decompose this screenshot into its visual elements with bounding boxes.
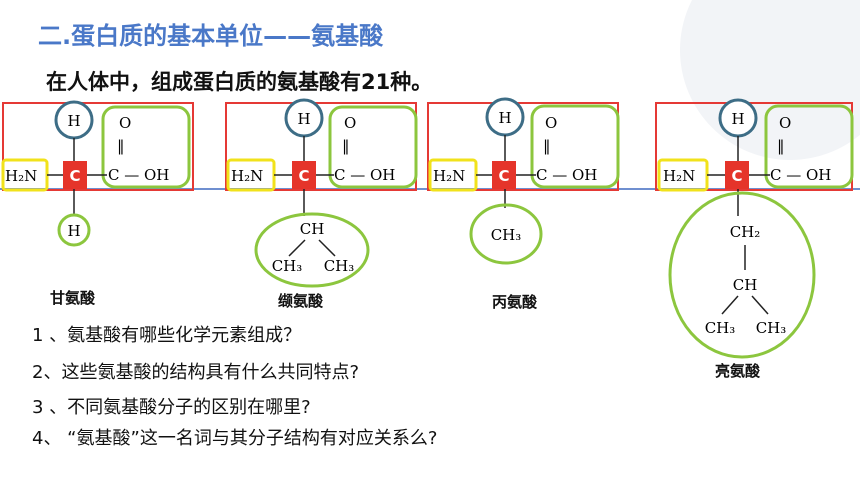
central-carbon	[63, 161, 87, 189]
r-group-circle	[254, 212, 370, 288]
double-bond: ‖	[117, 137, 125, 155]
double-bond: ‖	[777, 137, 785, 155]
double-bond: ‖	[342, 137, 350, 155]
r-group-ch3-right: CH₃	[324, 257, 355, 275]
question-3: 3 、不同氨基酸分子的区别在哪里?	[32, 397, 311, 418]
amine-group: H₂N	[433, 167, 465, 185]
o-atom: O	[545, 114, 557, 132]
r-group-ch3: CH₃	[491, 226, 522, 244]
h-atom: H	[731, 110, 744, 128]
r-group-h: H	[67, 222, 80, 240]
o-atom: O	[344, 114, 356, 132]
carboxyl-box	[764, 104, 854, 189]
molecule-valine: H O ‖ C — OH H₂N C CH CH₃ CH₃	[225, 98, 418, 288]
molecule-box	[2, 102, 194, 191]
page-subtitle: 在人体中，组成蛋白质的氨基酸有21种。	[46, 70, 433, 94]
o-atom: O	[779, 114, 791, 132]
question-4: 4、 “氨基酸”这一名词与其分子结构有对应关系么?	[32, 428, 438, 449]
h-atom: H	[498, 109, 511, 127]
central-carbon-label: C	[498, 167, 509, 185]
r-group-circle	[57, 213, 91, 247]
r-group-ch3-right: CH₃	[756, 319, 787, 337]
central-carbon-label: C	[731, 167, 742, 185]
o-atom: O	[119, 114, 131, 132]
h-atom: H	[297, 110, 310, 128]
r-group-ch: CH	[733, 276, 758, 294]
r-group-ch2: CH₂	[730, 223, 761, 241]
name-alanine: 丙氨酸	[492, 293, 538, 311]
name-glycine: 甘氨酸	[50, 289, 96, 307]
carboxyl-group: C — OH	[108, 166, 169, 184]
carboxyl-group: C — OH	[770, 166, 831, 184]
carboxyl-group: C — OH	[334, 166, 395, 184]
central-carbon-label: C	[69, 167, 80, 185]
r-group-ch3-left: CH₃	[272, 257, 303, 275]
r-group-ch3-left: CH₃	[705, 319, 736, 337]
h-atom: H	[67, 112, 80, 130]
central-carbon	[492, 161, 516, 189]
central-carbon	[725, 161, 749, 189]
carboxyl-box	[101, 105, 191, 189]
name-valine: 缬氨酸	[278, 292, 324, 310]
name-leucine: 亮氨酸	[715, 362, 761, 380]
amine-group: H₂N	[5, 167, 37, 185]
double-bond: ‖	[543, 137, 551, 155]
r-group-circle	[469, 203, 543, 265]
carboxyl-box	[328, 105, 418, 189]
molecule-glycine: H O ‖ C — OH H₂N C H	[1, 100, 194, 247]
question-2: 2、这些氨基酸的结构具有什么共同特点?	[32, 362, 360, 383]
amine-group: H₂N	[231, 167, 263, 185]
question-1: 1 、氨基酸有哪些化学元素组成？	[32, 325, 302, 346]
r-group-circle	[668, 191, 816, 359]
carboxyl-box	[530, 104, 620, 189]
carboxyl-group: C — OH	[536, 166, 597, 184]
r-group-ch: CH	[300, 220, 325, 238]
molecule-leucine: H O ‖ C — OH H₂N C CH₂ CH CH₃ CH₃	[655, 98, 854, 359]
central-carbon	[292, 161, 316, 189]
amine-group: H₂N	[663, 167, 695, 185]
page-title: 二.蛋白质的基本单位——氨基酸	[38, 22, 384, 50]
central-carbon-label: C	[298, 167, 309, 185]
molecule-alanine: H O ‖ C — OH H₂N C CH₃	[427, 97, 620, 265]
